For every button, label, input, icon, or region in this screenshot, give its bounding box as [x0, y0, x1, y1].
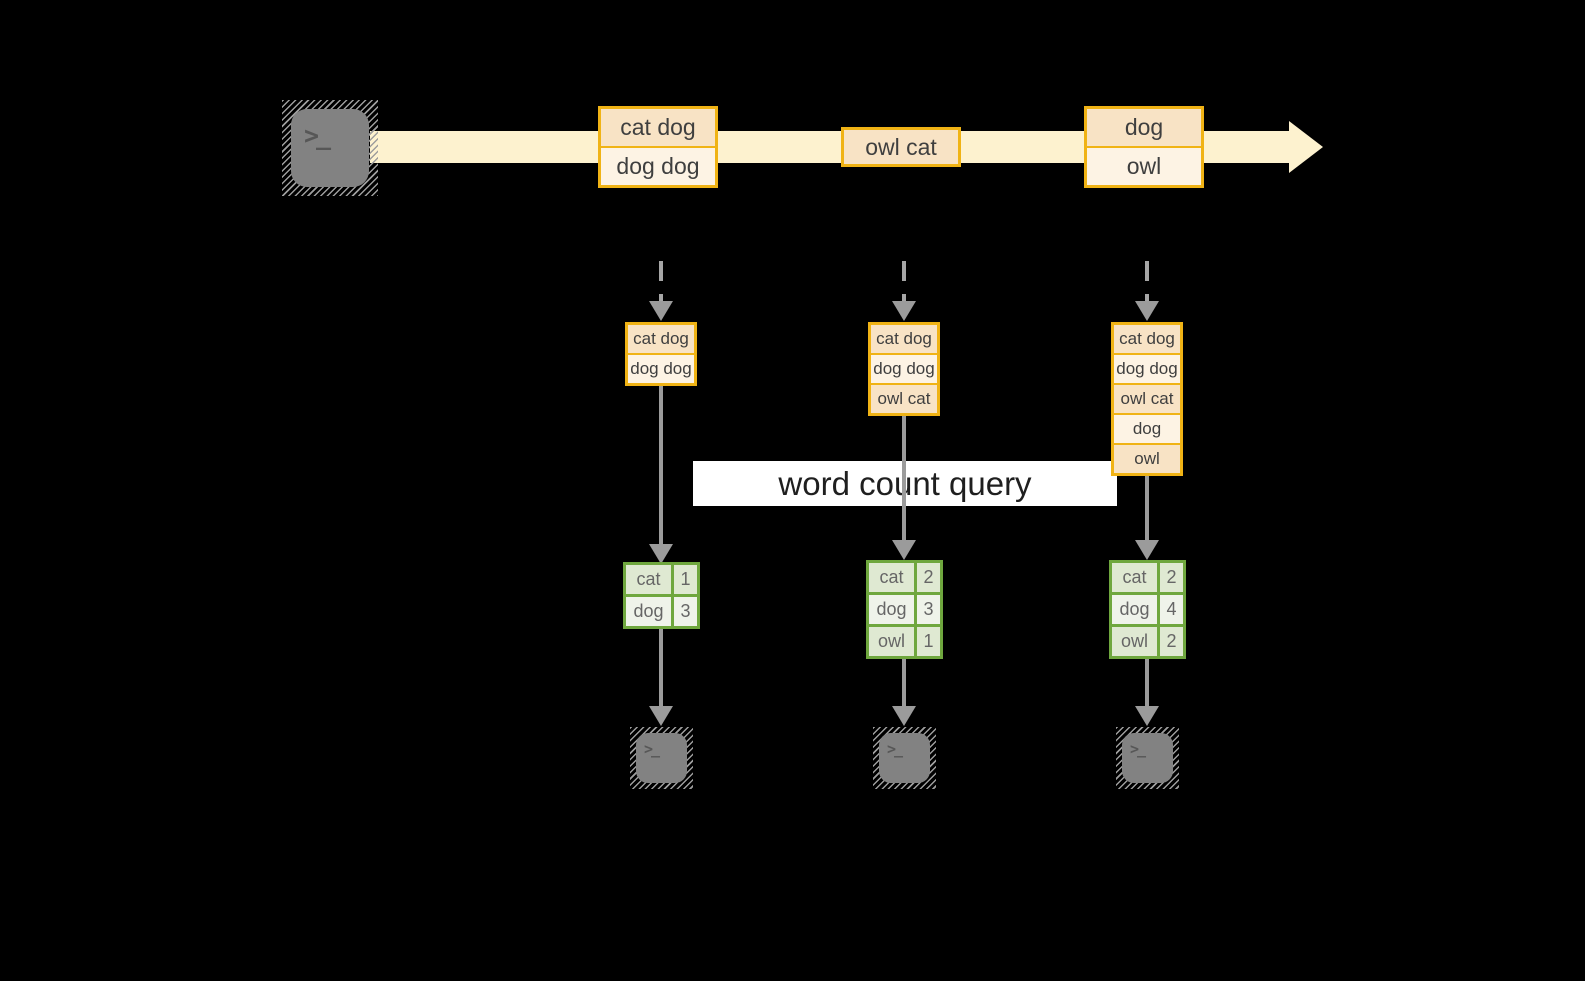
count-value: 3: [917, 595, 940, 624]
count-value: 1: [917, 627, 940, 656]
query-arrow-line-2: [902, 416, 906, 540]
count-value: 4: [1160, 595, 1183, 624]
output-arrowhead-3: [1135, 706, 1159, 726]
stream-event-line: dog: [1087, 109, 1201, 146]
count-value: 2: [1160, 627, 1183, 656]
trigger-arrow-line-3: [1145, 261, 1149, 301]
batch-line: cat dog: [1114, 325, 1180, 353]
stream-event-line: dog dog: [601, 148, 715, 185]
trigger-arrowhead-1: [649, 301, 673, 321]
trigger-arrow-line-2: [902, 261, 906, 301]
count-value: 3: [674, 597, 697, 626]
batch-line: cat dog: [628, 325, 694, 353]
batch-line: dog dog: [871, 355, 937, 383]
output-arrowhead-1: [649, 706, 673, 726]
query-arrow-line-1: [659, 386, 663, 544]
terminal-prompt-icon: >_: [304, 121, 331, 150]
terminal-prompt-icon: >_: [887, 740, 903, 758]
batch-line: owl cat: [871, 385, 937, 413]
count-value: 1: [674, 565, 697, 594]
trigger-arrow-line-1: [659, 261, 663, 301]
terminal-prompt-icon: >_: [1130, 740, 1146, 758]
count-word: owl: [1112, 627, 1157, 656]
stream-event-line: owl: [1087, 148, 1201, 185]
batch-line: dog: [1114, 415, 1180, 443]
batch-line: dog dog: [1114, 355, 1180, 383]
batch-line: cat dog: [871, 325, 937, 353]
query-arrowhead-2: [892, 540, 916, 560]
stream-event-line: owl cat: [844, 130, 958, 164]
output-arrow-line-2: [902, 659, 906, 706]
batch-stack-1: cat dog dog dog: [625, 322, 697, 386]
count-word: dog: [626, 597, 671, 626]
count-word: cat: [869, 563, 914, 592]
count-word: dog: [1112, 595, 1157, 624]
stream-event-2: owl cat: [841, 127, 961, 167]
stream-event-3: dog owl: [1084, 106, 1204, 188]
stream-event-1: cat dog dog dog: [598, 106, 718, 188]
batch-stack-2: cat dog dog dog owl cat: [868, 322, 940, 416]
trigger-arrowhead-3: [1135, 301, 1159, 321]
terminal-prompt-icon: >_: [644, 740, 660, 758]
batch-stack-3: cat dog dog dog owl cat dog owl: [1111, 322, 1183, 476]
terminal-screen: >_: [636, 733, 687, 783]
terminal-screen: >_: [291, 109, 369, 187]
count-table-1: cat 1 dog 3: [623, 562, 700, 629]
output-arrow-line-3: [1145, 659, 1149, 706]
terminal-sink-icon-1: >_: [630, 727, 693, 789]
count-word: cat: [1112, 563, 1157, 592]
output-arrowhead-2: [892, 706, 916, 726]
terminal-screen: >_: [879, 733, 930, 783]
count-word: cat: [626, 565, 671, 594]
count-word: owl: [869, 627, 914, 656]
count-value: 2: [1160, 563, 1183, 592]
terminal-source-icon: >_: [282, 100, 378, 196]
terminal-screen: >_: [1122, 733, 1173, 783]
query-arrow-line-3: [1145, 476, 1149, 540]
terminal-sink-icon-2: >_: [873, 727, 936, 789]
output-arrow-line-1: [659, 629, 663, 706]
count-table-2: cat 2 dog 3 owl 1: [866, 560, 943, 659]
query-arrowhead-1: [649, 544, 673, 564]
count-word: dog: [869, 595, 914, 624]
query-arrowhead-3: [1135, 540, 1159, 560]
stream-event-line: cat dog: [601, 109, 715, 146]
terminal-sink-icon-3: >_: [1116, 727, 1179, 789]
count-table-3: cat 2 dog 4 owl 2: [1109, 560, 1186, 659]
batch-line: dog dog: [628, 355, 694, 383]
stream-arrowhead-icon: [1289, 121, 1323, 173]
trigger-arrowhead-2: [892, 301, 916, 321]
count-value: 2: [917, 563, 940, 592]
batch-line: owl: [1114, 445, 1180, 473]
batch-line: owl cat: [1114, 385, 1180, 413]
